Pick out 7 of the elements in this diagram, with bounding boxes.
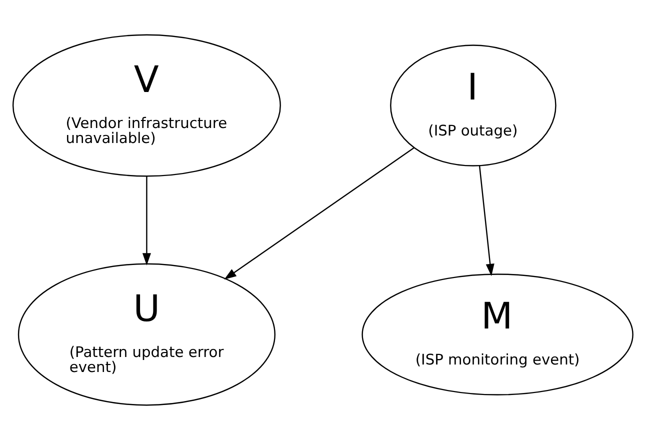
- arrow: [224, 146, 414, 280]
- node-ellipse: U (Pattern update error event): [18, 262, 276, 406]
- node-ellipse: I (ISP outage): [390, 44, 556, 166]
- node-ellipse: M (ISP monitoring event): [362, 273, 634, 395]
- arrow: [478, 165, 494, 276]
- node-ellipse: V (Vendor infrastructure unavailable): [12, 34, 281, 176]
- arrow: [142, 176, 151, 265]
